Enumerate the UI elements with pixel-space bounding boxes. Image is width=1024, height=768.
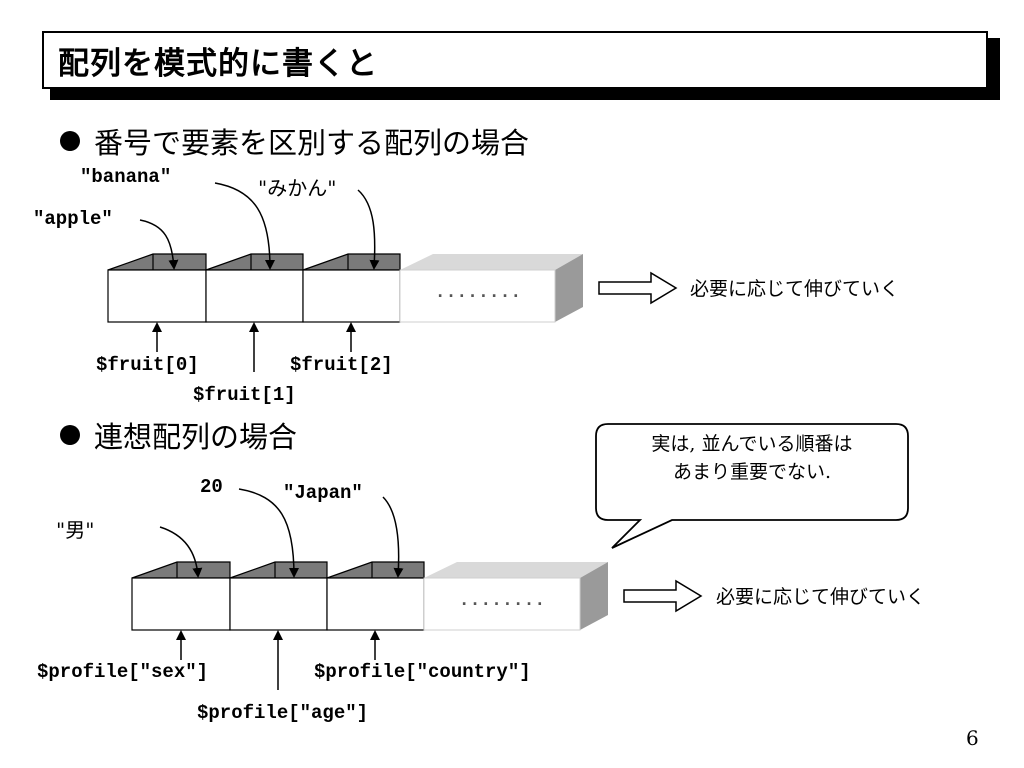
value-label-age: 20 (200, 476, 223, 498)
callout-line-1: 実は, 並んでいる順番は (651, 433, 853, 455)
index-label-2: $fruit[2] (290, 354, 393, 376)
value-arrow-0 (139, 219, 179, 270)
key-label-country: $profile["country"] (314, 661, 531, 683)
value-label-banana: "banana" (80, 166, 172, 188)
slide-title: 配列を模式的に書くと (58, 45, 378, 82)
assoc-array-box (131, 561, 608, 631)
value-arrow-2 (357, 189, 380, 270)
value-arrow-2 (382, 496, 404, 578)
value-label-mikan: "みかん" (258, 176, 337, 200)
index-label-1: $fruit[1] (193, 384, 296, 406)
grow-text: 必要に応じて伸びていく (690, 278, 900, 300)
value-label-apple: "apple" (33, 208, 113, 230)
value-arrow-1 (214, 182, 275, 270)
indexed-ellipsis: ········ (435, 287, 521, 307)
bullet-assoc-text: 連想配列の場合 (94, 420, 298, 454)
bullet-dot-icon (60, 425, 80, 445)
value-label-country: "Japan" (283, 482, 363, 504)
bullet-dot-icon (60, 131, 80, 151)
key-label-sex: $profile["sex"] (37, 661, 209, 683)
value-label-sex: "男" (56, 518, 95, 542)
grow-arrow-icon (598, 271, 678, 305)
bullet-indexed: 番号で要素を区別する配列の場合 (60, 120, 529, 162)
grow-text: 必要に応じて伸びていく (716, 586, 926, 608)
bullet-assoc: 連想配列の場合 (60, 414, 297, 456)
page-number: 6 (966, 726, 979, 750)
assoc-ellipsis: ········ (459, 595, 545, 615)
bullet-indexed-text: 番号で要素を区別する配列の場合 (94, 126, 530, 160)
callout-bubble (595, 423, 909, 549)
grow-arrow-icon (623, 579, 703, 613)
value-arrow-0 (159, 526, 203, 578)
indexed-array-box (107, 253, 583, 323)
callout-line-2: あまり重要でない. (672, 461, 832, 483)
title-box: 配列を模式的に書くと (42, 31, 988, 89)
callout-text: 実は, 並んでいる順番は あまり重要でない. (596, 430, 908, 486)
key-label-age: $profile["age"] (197, 702, 369, 724)
index-label-0: $fruit[0] (96, 354, 199, 376)
value-arrow-1 (238, 488, 299, 578)
